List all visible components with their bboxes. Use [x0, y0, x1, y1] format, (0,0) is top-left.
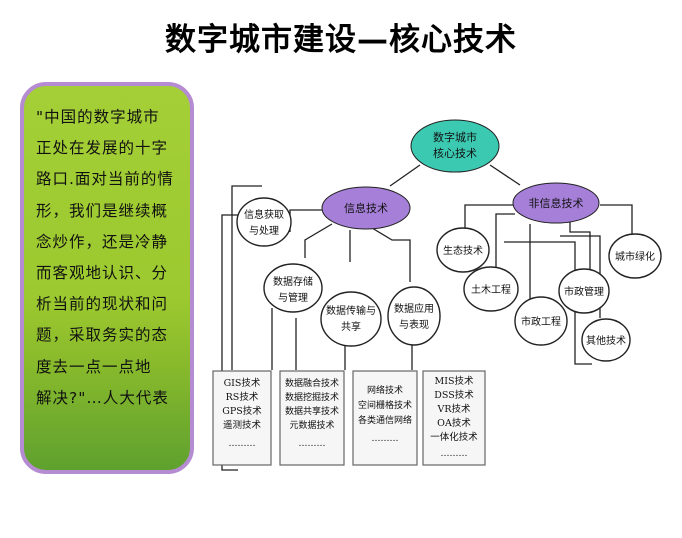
tech-item: OA技术 — [437, 417, 471, 429]
branch-node — [320, 291, 382, 347]
branch-label: 与管理 — [278, 291, 308, 304]
tech-item: GPS技术 — [222, 405, 262, 417]
branch-label: 其他技术 — [586, 334, 626, 347]
quote-line: 正处在发展的十字 — [36, 139, 169, 158]
branch-label: 与处理 — [249, 225, 279, 237]
tech-item: 数据共享技术 — [285, 405, 339, 417]
branch-label: 数据传输与 — [326, 304, 376, 317]
branch-label: 信息获取 — [244, 208, 284, 221]
tech-boxes: GIS技术 RS技术 GPS技术 遥测技术 ……… 数据融合技术 数据挖掘技术 … — [212, 370, 486, 466]
connector — [231, 185, 262, 370]
connector — [304, 223, 333, 258]
non-info-tech-node — [512, 182, 600, 224]
tech-item: 数据融合技术 — [285, 377, 339, 389]
tech-item: 遥测技术 — [223, 419, 262, 431]
connector — [489, 164, 521, 186]
info-tech-node — [321, 186, 411, 230]
branch-label: 与表现 — [399, 318, 429, 331]
tech-item: GIS技术 — [224, 377, 261, 389]
tech-item: ……… — [299, 439, 326, 449]
branch-node — [463, 266, 519, 312]
quote-line: 析当前的现状和问 — [36, 295, 169, 314]
tech-item: 各类通信网络 — [358, 414, 412, 426]
branch-label: 数据应用 — [394, 302, 434, 315]
connector — [495, 213, 515, 270]
info-tech-label: 信息技术 — [344, 201, 388, 215]
branch-label: 数据存储 — [273, 275, 313, 288]
tech-item: 空间栅格技术 — [358, 399, 412, 411]
branch-node — [263, 263, 323, 313]
connector — [569, 222, 591, 270]
quote-line: 形，我们是继续概 — [36, 201, 169, 220]
branch-node — [558, 268, 610, 314]
root-node-line-1: 数字城市 — [433, 130, 477, 144]
connector — [289, 209, 325, 232]
connector-lines — [221, 164, 633, 471]
info-branch-nodes: 信息获取 与处理 数据存储 与管理 数据传输与 共享 数据应用 与表现 — [236, 197, 441, 347]
connector — [389, 164, 421, 187]
tech-box — [212, 370, 272, 466]
branch-node — [581, 318, 631, 362]
branch-label: 市政工程 — [521, 315, 561, 328]
branch-label: 土木工程 — [471, 283, 511, 296]
connector — [221, 214, 238, 471]
branch-node — [436, 227, 490, 273]
quote-line: 路口.面对当前的情 — [36, 170, 174, 189]
root-node-line-2: 核心技术 — [433, 146, 477, 160]
tech-box — [422, 370, 486, 466]
tech-item: ……… — [229, 439, 256, 449]
quote-line: 题，采取务实的态 — [36, 326, 169, 345]
branch-label: 生态技术 — [443, 244, 483, 257]
non-info-branch-nodes: 生态技术 土木工程 市政工程 市政管理 其他技术 城市绿化 — [436, 227, 662, 362]
tech-item: DSS技术 — [434, 389, 474, 401]
page-title: 数字城市建设—核心技术 — [165, 22, 517, 58]
tech-item: ……… — [441, 449, 468, 459]
root-node — [410, 119, 500, 173]
tech-item: 元数据技术 — [289, 419, 334, 431]
quote-line: "中国的数字城市 — [36, 108, 160, 126]
quote-text: "中国的数字城市 正处在发展的十字 路口.面对当前的情 形，我们是继续概 念炒作… — [36, 102, 184, 414]
connector — [371, 227, 411, 282]
connector — [464, 204, 514, 236]
branch-node — [387, 286, 441, 346]
branch-node — [236, 197, 292, 247]
branch-label: 共享 — [341, 320, 361, 333]
quote-line: 解决?"…人大代表 — [36, 388, 169, 407]
tech-item: 一体化技术 — [430, 431, 478, 443]
quote-panel: "中国的数字城市 正处在发展的十字 路口.面对当前的情 形，我们是继续概 念炒作… — [20, 82, 194, 474]
tech-box — [352, 370, 418, 466]
tech-box — [279, 370, 345, 466]
branch-node — [514, 296, 568, 346]
quote-line: 度去一点一点地 — [36, 357, 152, 376]
connector — [600, 204, 633, 236]
branch-label: 市政管理 — [564, 285, 604, 298]
branch-node — [608, 233, 662, 279]
tech-item: RS技术 — [226, 391, 259, 403]
tech-item: 数据挖掘技术 — [285, 391, 339, 403]
tech-item: VR技术 — [436, 403, 471, 415]
branch-label: 城市绿化 — [615, 250, 655, 263]
tech-item: 网络技术 — [367, 384, 403, 396]
tech-item: ……… — [372, 434, 399, 444]
quote-line: 而客观地认识、分 — [36, 264, 169, 283]
tech-item: MIS技术 — [435, 375, 474, 387]
quote-line: 念炒作，还是冷静 — [36, 232, 169, 251]
non-info-tech-label: 非信息技术 — [529, 196, 584, 210]
